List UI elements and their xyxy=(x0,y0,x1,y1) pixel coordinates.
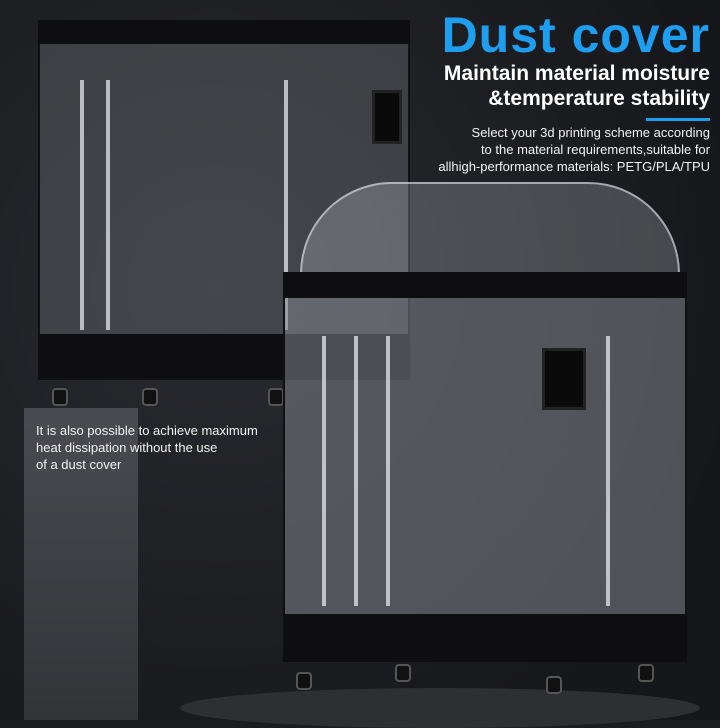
caster-wheel xyxy=(296,672,312,690)
printer-top-bar xyxy=(38,20,410,44)
caster-wheel xyxy=(395,664,411,682)
printer-top-bar xyxy=(283,272,687,298)
touch-screen xyxy=(372,90,402,144)
description-line: to the material requirements,suitable fo… xyxy=(480,142,710,157)
note-line: of a dust cover xyxy=(36,457,122,472)
printer-base xyxy=(283,614,687,662)
rod xyxy=(386,336,390,606)
description-line: allhigh-performance materials: PETG/PLA/… xyxy=(438,159,710,174)
caster-wheel xyxy=(638,664,654,682)
caster-wheel xyxy=(52,388,68,406)
printer-enclosure xyxy=(283,272,687,662)
rod xyxy=(80,80,84,330)
rod xyxy=(106,80,110,330)
description-line: Select your 3d printing scheme according xyxy=(471,125,710,140)
dust-cover-dome xyxy=(300,182,680,274)
caster-wheel xyxy=(268,388,284,406)
page-title: Dust cover xyxy=(441,7,710,63)
touch-screen xyxy=(542,348,586,410)
rod xyxy=(606,336,610,606)
note-line: heat dissipation without the use xyxy=(36,440,218,455)
caster-wheel xyxy=(546,676,562,694)
subtitle-line-2: &temperature stability xyxy=(488,87,710,110)
note-line: It is also possible to achieve maximum xyxy=(36,423,258,438)
rod xyxy=(354,336,358,606)
pedestal xyxy=(24,408,138,720)
rod xyxy=(322,336,326,606)
note: It is also possible to achieve maximum h… xyxy=(36,422,258,473)
description: Select your 3d printing scheme according… xyxy=(438,124,710,175)
caster-wheel xyxy=(142,388,158,406)
subtitle-line-1: Maintain material moisture xyxy=(443,62,710,85)
rod xyxy=(284,80,288,330)
display-stage xyxy=(180,688,700,728)
accent-divider xyxy=(646,118,710,121)
